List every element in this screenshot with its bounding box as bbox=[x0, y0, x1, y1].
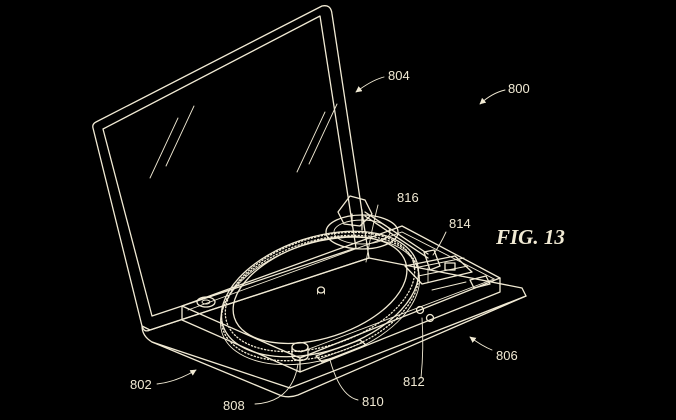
leader-lines bbox=[156, 76, 506, 405]
spindle bbox=[316, 286, 326, 294]
label-800: 800 bbox=[508, 81, 530, 96]
label-816: 816 bbox=[397, 190, 419, 205]
deck-controls bbox=[196, 296, 435, 363]
label-802: 802 bbox=[130, 377, 152, 392]
pitch-slider bbox=[404, 255, 491, 291]
turntable-deck bbox=[181, 225, 501, 373]
label-812: 812 bbox=[403, 374, 425, 389]
label-804: 804 bbox=[388, 68, 410, 83]
label-810: 810 bbox=[362, 394, 384, 409]
tonearm bbox=[325, 195, 441, 283]
label-808: 808 bbox=[223, 398, 245, 413]
platter bbox=[219, 230, 421, 366]
laptop-lid bbox=[92, 5, 370, 332]
label-814: 814 bbox=[449, 216, 471, 231]
figure-title: FIG. 13 bbox=[495, 225, 565, 249]
laptop-base bbox=[141, 257, 527, 398]
label-806: 806 bbox=[496, 348, 518, 363]
